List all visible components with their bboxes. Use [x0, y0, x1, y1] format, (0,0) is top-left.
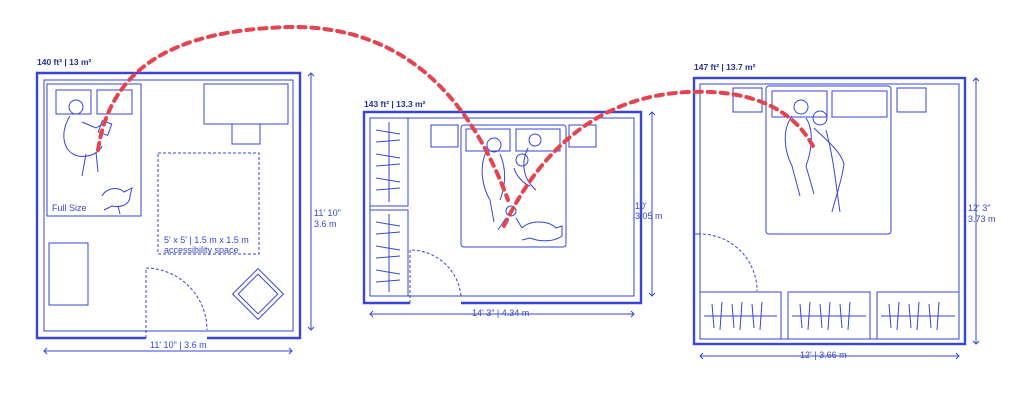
pillow	[831, 90, 888, 118]
nightstand	[568, 124, 597, 148]
child-icon	[515, 153, 529, 167]
armchair	[231, 267, 285, 321]
person-icon	[812, 110, 828, 126]
person-icon	[528, 133, 542, 147]
room-1-width: 11' 10" | 3.6 m	[150, 340, 207, 350]
room-2-height-metric: 3.05 m	[635, 211, 663, 221]
comparison-arc	[502, 89, 816, 228]
closet	[699, 291, 782, 340]
room-2-width: 14' 3" | 4.34 m	[472, 308, 530, 318]
wardrobe	[369, 209, 409, 297]
child-icon	[505, 205, 517, 217]
comparison-arc	[96, 24, 510, 202]
person-icon	[793, 99, 809, 115]
person-icon	[486, 137, 502, 153]
cat-icon	[101, 187, 133, 215]
accessibility-space-label: accessibility space	[164, 245, 239, 255]
room-2-height-imperial: 10'	[635, 201, 647, 211]
accessibility-space-size: 5' x 5' | 1.5 m x 1.5 m	[164, 235, 249, 245]
dog-icon	[521, 221, 563, 242]
person-reading-icon	[68, 99, 84, 115]
room-1-plan	[35, 71, 315, 355]
wardrobe	[369, 117, 409, 207]
closet	[876, 291, 960, 340]
accessibility-space	[157, 152, 260, 255]
room-3-area: 147 ft² | 13.7 m²	[694, 62, 756, 72]
queen-bed	[765, 85, 892, 235]
nightstand	[896, 87, 927, 113]
room-1-height-metric: 3.6 m	[314, 219, 337, 229]
room-1-area: 140 ft² | 13 m²	[37, 57, 92, 67]
double-bed	[460, 124, 567, 248]
pillow	[515, 128, 561, 152]
nightstand	[430, 124, 459, 148]
room-3-height-metric: 3.73 m	[968, 214, 996, 224]
full-bed	[46, 83, 142, 217]
room-2-area: 143 ft² | 13.3 m²	[364, 99, 426, 109]
pillow	[96, 89, 133, 115]
pillow	[55, 89, 92, 115]
desk	[203, 83, 289, 125]
room-3-plan	[692, 76, 980, 360]
dresser	[48, 242, 89, 306]
room-1-height-imperial: 11' 10"	[314, 208, 341, 218]
bed-size-label: Full Size	[52, 203, 87, 213]
room-3-height-imperial: 12' 3"	[968, 203, 991, 213]
room-3-width: 12' | 3.66 m	[800, 350, 847, 360]
chair	[231, 123, 261, 145]
closet	[787, 291, 871, 340]
pillow	[771, 90, 828, 118]
